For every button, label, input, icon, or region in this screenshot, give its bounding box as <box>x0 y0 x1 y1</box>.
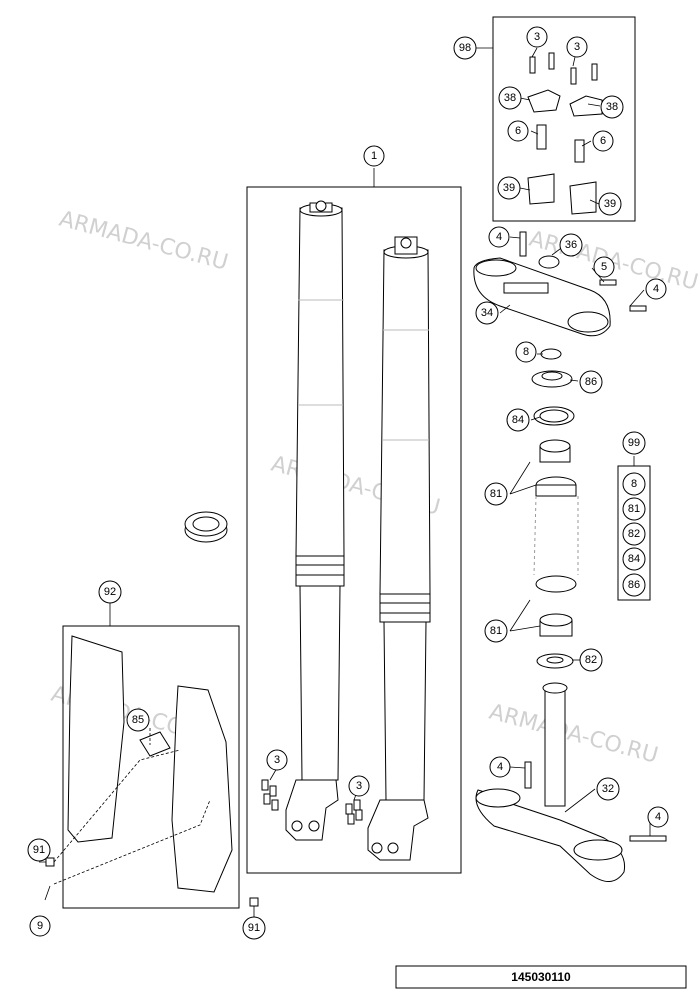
svg-text:39: 39 <box>604 198 616 210</box>
callout-86: 86 <box>579 370 603 394</box>
diagram-number: 145030110 <box>511 970 571 984</box>
svg-text:91: 91 <box>248 922 260 934</box>
fork-protector-frame <box>62 625 240 909</box>
svg-text:3: 3 <box>534 31 540 43</box>
svg-text:81: 81 <box>628 503 640 515</box>
callout-1: 1 <box>363 145 385 167</box>
callout-9: 9 <box>29 915 51 937</box>
svg-text:8: 8 <box>631 478 637 490</box>
svg-text:84: 84 <box>512 414 524 426</box>
svg-text:82: 82 <box>628 528 640 540</box>
svg-text:32: 32 <box>602 783 614 795</box>
callout-6a: 6 <box>507 120 529 142</box>
callout-38a: 38 <box>498 86 522 110</box>
callout-3c: 3 <box>266 749 288 771</box>
callout-36: 36 <box>559 233 583 257</box>
callout-98: 98 <box>453 36 477 60</box>
svg-text:3: 3 <box>274 754 280 766</box>
svg-text:39: 39 <box>503 182 515 194</box>
svg-text:6: 6 <box>600 135 606 147</box>
svg-text:4: 4 <box>653 283 659 295</box>
callouts: 1 98 3 3 38 38 6 6 39 39 4 36 5 4 34 8 8… <box>27 26 669 940</box>
diagram-number-box: 145030110 <box>395 965 687 989</box>
left-fork-leg <box>285 200 345 841</box>
svg-text:4: 4 <box>497 761 503 773</box>
callout-3b: 3 <box>566 36 588 58</box>
svg-text:85: 85 <box>132 714 144 726</box>
svg-text:5: 5 <box>601 261 607 273</box>
callout-4d: 4 <box>647 806 669 828</box>
svg-text:99: 99 <box>628 437 640 449</box>
fork-protectors <box>45 635 259 907</box>
right-fork-leg <box>367 236 431 861</box>
svg-text:36: 36 <box>565 239 577 251</box>
kit-item-84: 84 <box>622 547 646 571</box>
svg-text:9: 9 <box>37 920 43 932</box>
svg-text:1: 1 <box>371 150 377 162</box>
svg-text:92: 92 <box>104 586 116 598</box>
svg-text:3: 3 <box>356 780 362 792</box>
callout-3d: 3 <box>348 775 370 797</box>
callout-82: 82 <box>579 648 603 672</box>
callout-6b: 6 <box>592 130 614 152</box>
callout-4b: 4 <box>645 278 667 300</box>
kit-item-86: 86 <box>622 573 646 597</box>
leader-lines <box>39 47 651 917</box>
callout-91a: 91 <box>27 838 51 862</box>
axle-clamp-bolts-left <box>261 779 279 811</box>
svg-text:34: 34 <box>481 307 493 319</box>
callout-39a: 39 <box>497 176 521 200</box>
steering-tube-outline <box>533 495 579 576</box>
callout-32: 32 <box>596 777 620 801</box>
callout-91b: 91 <box>242 916 266 940</box>
callout-84: 84 <box>506 408 530 432</box>
svg-text:91: 91 <box>33 844 45 856</box>
svg-text:4: 4 <box>655 811 661 823</box>
svg-text:6: 6 <box>515 125 521 137</box>
callout-99: 99 <box>622 431 646 455</box>
svg-text:84: 84 <box>628 553 640 565</box>
callout-38b: 38 <box>600 95 624 119</box>
axle-clamp-bolts-right <box>345 799 363 825</box>
svg-text:86: 86 <box>585 376 597 388</box>
callout-81a: 81 <box>484 482 508 506</box>
svg-text:8: 8 <box>523 346 529 358</box>
watermark-1: ARMADA-CO.RU <box>56 207 230 276</box>
svg-text:81: 81 <box>490 625 502 637</box>
svg-text:38: 38 <box>606 101 618 113</box>
callout-85: 85 <box>126 708 150 732</box>
watermarks: ARMADA-CO.RU ARMADA-CO.RU ARMADA-CO.RU A… <box>48 207 699 769</box>
svg-text:86: 86 <box>628 579 640 591</box>
lower-triple-clamp <box>475 682 667 882</box>
svg-text:81: 81 <box>490 488 502 500</box>
headset-stack <box>531 348 577 669</box>
callout-3a: 3 <box>526 26 548 48</box>
svg-text:98: 98 <box>459 42 471 54</box>
callout-4a: 4 <box>488 226 510 248</box>
watermark-4: ARMADA-CO.RU <box>486 700 660 769</box>
svg-text:38: 38 <box>504 92 516 104</box>
callout-8: 8 <box>515 341 537 363</box>
svg-text:3: 3 <box>574 41 580 53</box>
upper-triple-clamp <box>473 231 647 337</box>
kit-item-82: 82 <box>622 522 646 546</box>
kit-item-8: 8 <box>622 472 646 496</box>
callout-5: 5 <box>593 256 615 278</box>
svg-text:4: 4 <box>496 231 502 243</box>
callout-39b: 39 <box>598 192 622 216</box>
adjuster-ring <box>184 511 228 543</box>
clamp-kit-parts <box>527 52 603 215</box>
callout-81b: 81 <box>484 619 508 643</box>
callout-4c: 4 <box>489 756 511 778</box>
kit-item-81: 81 <box>622 497 646 521</box>
callout-92: 92 <box>98 580 122 604</box>
clamp-kit-frame <box>492 16 636 222</box>
fork-assembly-frame <box>246 186 462 874</box>
svg-text:82: 82 <box>585 654 597 666</box>
callout-34: 34 <box>475 301 499 325</box>
